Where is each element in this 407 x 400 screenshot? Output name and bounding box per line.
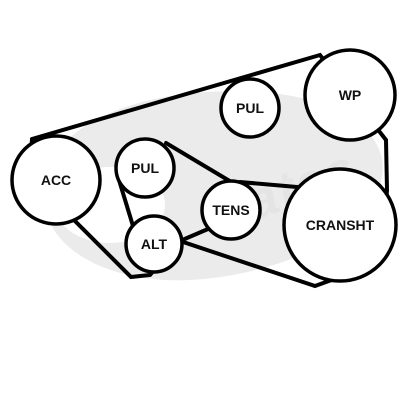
belt-span-tens-cransht [238,180,299,189]
pulley-wp-label: WP [339,87,362,103]
pulley-alt-label: ALT [141,236,168,252]
pulley-pul-top-label: PUL [236,100,264,116]
pulley-pul-left-label: PUL [131,160,159,176]
pulley-alt: ALT [124,214,184,274]
pulley-pul-left: PUL [114,137,176,199]
belt-span-pul-alt [117,178,135,228]
pulley-tens: TENS [200,179,262,241]
pulley-acc: ACC [10,134,102,226]
pulley-acc-label: ACC [41,172,71,188]
pulley-wp: WP [303,48,397,142]
pulley-cransht: CRANSHT [282,167,398,283]
pulley-tens-label: TENS [212,202,249,218]
pulley-cransht-label: CRANSHT [306,217,375,233]
belt-span-pul-tens [164,141,235,185]
pulley-pul-top: PUL [219,77,281,139]
